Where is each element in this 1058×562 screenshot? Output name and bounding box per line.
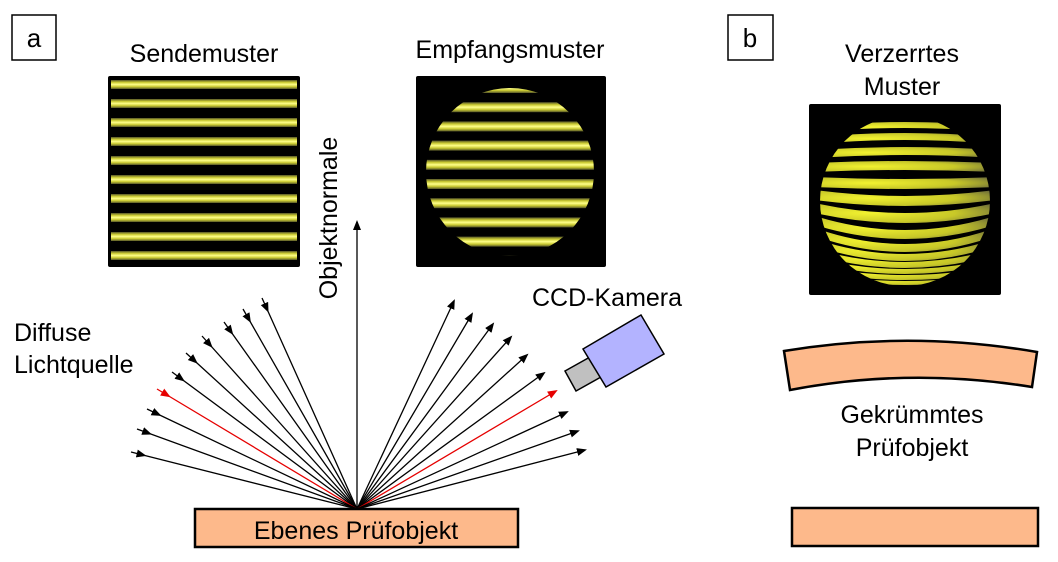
reflected-ray (356, 411, 569, 510)
receive-stripe (426, 255, 594, 256)
panel-b-label-box (727, 14, 774, 61)
reflected-ray (356, 448, 587, 510)
distorted-stripe (820, 190, 990, 206)
send-stripe (111, 213, 297, 222)
reflected-ray (356, 299, 455, 510)
receive-stripe (426, 140, 594, 151)
distorted-stripe (820, 216, 990, 239)
receive-pattern-title: Empfangsmuster (416, 36, 605, 64)
flat-test-object (193, 507, 520, 549)
incident-ray (185, 352, 358, 510)
panel-a-label: a (27, 23, 42, 53)
ccd-camera-icon (563, 313, 666, 393)
send-stripe (111, 232, 297, 241)
receive-stripe (426, 217, 594, 228)
receive-stripe (426, 198, 594, 209)
distorted-stripe (820, 177, 990, 189)
send-stripe (111, 251, 297, 260)
incident-ray (242, 308, 358, 510)
distorted-stripe (820, 258, 990, 274)
incident-ray (201, 335, 358, 510)
reflected-ray-highlighted (356, 389, 558, 510)
receive-stripe (426, 88, 594, 93)
panel-a: a Sendemuster Empfangsmuster Objektnorma… (11, 14, 682, 549)
distorted-stripe (820, 239, 990, 261)
distorted-stripe (820, 147, 990, 158)
incident-ray (130, 451, 358, 510)
curved-object-label-line2: Prüfobjekt (856, 434, 969, 462)
object-normal-label: Objektnormale (315, 137, 343, 300)
curved-test-object (782, 339, 1039, 392)
curved-object-label-line1: Gekrümmtes (840, 401, 983, 429)
panel-b-label: b (743, 23, 757, 53)
send-stripe (111, 80, 297, 89)
light-source-label-line2: Lichtquelle (14, 351, 134, 379)
panel-b: b Verzerrtes Muster Gekrümmtes Prüfobjek… (727, 14, 1040, 548)
distorted-pattern-title-line2: Muster (864, 73, 940, 101)
incident-rays (130, 297, 358, 510)
reflected-rays (356, 299, 587, 510)
distorted-pattern (809, 104, 1001, 295)
reflected-ray (356, 371, 546, 510)
reflected-ray (356, 335, 513, 510)
receive-stripe (426, 159, 594, 170)
distorted-pattern-title-line1: Verzerrtes (845, 40, 959, 68)
receive-stripe (426, 102, 594, 113)
distorted-stripe (820, 228, 990, 252)
send-stripe (111, 137, 297, 146)
distorted-stripe (820, 249, 990, 268)
incident-ray (146, 408, 358, 510)
receive-stripe (426, 179, 594, 189)
send-pattern-title: Sendemuster (130, 40, 279, 68)
send-pattern (108, 76, 300, 267)
incident-ray (261, 297, 358, 510)
light-source-label-line1: Diffuse (14, 319, 91, 347)
distorted-stripe (820, 203, 990, 223)
reflected-ray (356, 322, 495, 510)
receive-pattern (416, 76, 606, 267)
incident-ray (223, 321, 358, 510)
receive-stripe (426, 236, 594, 247)
send-stripe (111, 156, 297, 165)
send-stripe (111, 99, 297, 108)
reflected-ray (356, 312, 474, 510)
distorted-stripe (820, 161, 990, 172)
incident-ray-highlighted (156, 388, 358, 510)
send-stripe (111, 194, 297, 203)
flat-test-object-b (790, 506, 1040, 548)
panel-a-label-box (11, 14, 57, 61)
flat-test-object-label: Ebenes Prüfobjekt (254, 517, 458, 545)
send-stripe (111, 175, 297, 184)
reflected-ray (356, 429, 580, 510)
incident-ray (171, 371, 358, 510)
camera-body (581, 313, 666, 389)
send-stripe (111, 118, 297, 127)
distorted-stripe (820, 133, 990, 144)
camera-label: CCD-Kamera (532, 284, 682, 312)
reflected-ray (356, 353, 529, 510)
incident-ray (136, 428, 358, 510)
receive-stripe (426, 121, 594, 132)
